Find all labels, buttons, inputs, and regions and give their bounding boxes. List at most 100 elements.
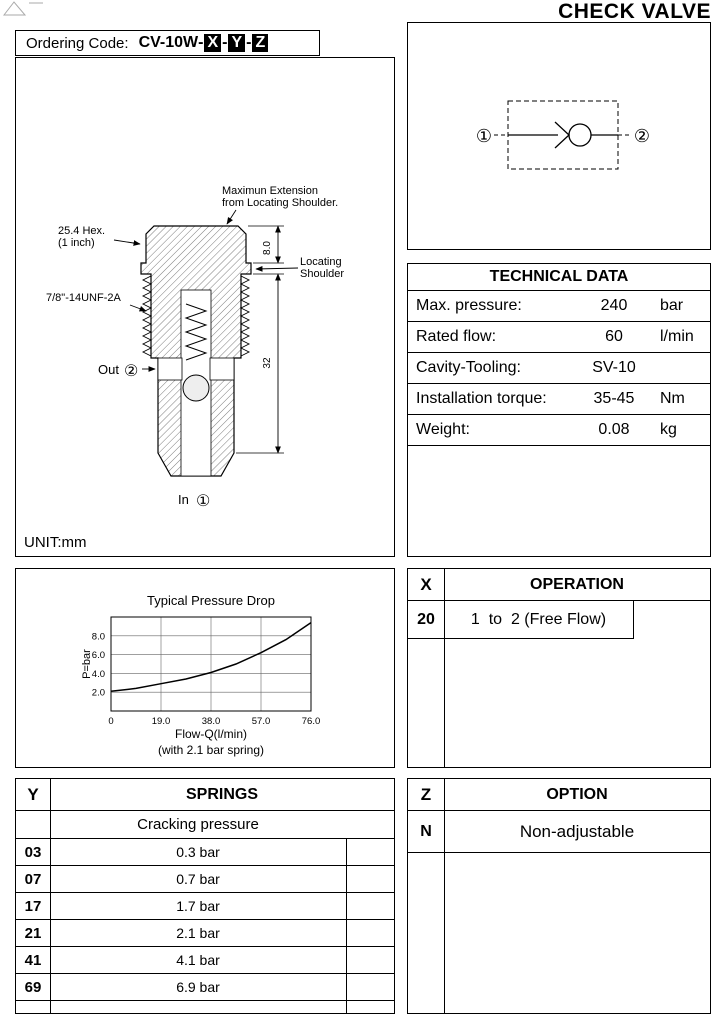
tech-row-unit: kg: [660, 421, 677, 438]
in-port-label-group: In ①: [178, 492, 210, 510]
ordering-code-y: Y: [228, 34, 246, 52]
springs-code-header: Y: [27, 784, 39, 804]
ordering-code-sep: -: [246, 34, 252, 51]
springs-subheader: Cracking pressure: [16, 811, 394, 839]
table-row: Cavity-Tooling: SV-10: [408, 353, 710, 384]
operation-header: X OPERATION: [408, 569, 710, 601]
schematic-panel: ① ②: [407, 22, 711, 250]
tech-row-label: Max. pressure:: [416, 297, 522, 314]
tech-row-unit: Nm: [660, 390, 685, 407]
tech-row-unit: l/min: [660, 328, 694, 345]
check-ball: [182, 374, 210, 402]
chart-annotation: (with 2.1 bar spring): [158, 743, 264, 757]
spring-value: 0.3 bar: [176, 844, 220, 860]
option-code-header: Z: [420, 784, 432, 804]
tech-row-label: Cavity-Tooling:: [416, 359, 521, 376]
chart-xlabel: Flow-Q(l/min): [175, 727, 247, 741]
spring: [184, 303, 208, 361]
operation-code-header: X: [420, 574, 432, 594]
max-extension-note-line1: Maximun Extension: [222, 185, 318, 197]
table-row: N Non-adjustable: [408, 811, 710, 853]
option-row-description: Non-adjustable: [519, 821, 635, 841]
dim-8-label: 8.0: [262, 241, 273, 255]
spring-value: 4.1 bar: [176, 952, 220, 968]
ordering-code-x: X: [204, 34, 222, 52]
spring-code: 07: [24, 870, 42, 888]
out-port-right: [209, 357, 235, 381]
thread-profile-right: [239, 275, 251, 357]
tech-row-value: SV-10: [592, 359, 636, 376]
thread-label-group: 7/8"-14UNF-2A: [46, 292, 147, 312]
hex-label-sub: (1 inch): [58, 237, 95, 249]
table-row: 07 0.7 bar: [16, 866, 394, 893]
check-valve-symbol: ① ②: [476, 100, 650, 170]
spring-value: 2.1 bar: [176, 925, 220, 941]
springs-title: SPRINGS: [185, 785, 258, 803]
valve-drawing: 8.0 32 Maximun Extension from Locating S…: [46, 185, 344, 510]
table-row: 69 6.9 bar: [16, 974, 394, 1001]
table-row: Installation torque: 35-45 Nm: [408, 384, 710, 415]
ordering-code-sep: -: [222, 34, 228, 51]
svg-text:19.0: 19.0: [152, 716, 171, 727]
svg-text:0: 0: [108, 716, 113, 727]
option-title: OPTION: [546, 785, 608, 803]
svg-text:38.0: 38.0: [202, 716, 221, 727]
table-row: Max. pressure: 240 bar: [408, 291, 710, 322]
table-row: 21 2.1 bar: [16, 920, 394, 947]
max-extension-note: Maximun Extension from Locating Shoulder…: [222, 185, 338, 225]
svg-text:6.0: 6.0: [92, 650, 105, 661]
tech-row-value: 60: [605, 328, 623, 345]
in-port-symbol: ①: [196, 493, 210, 510]
hex-label-group: 25.4 Hex. (1 inch): [58, 225, 141, 249]
spring-value: 1.7 bar: [176, 898, 220, 914]
operation-row-description: 1 to 2 (Free Flow): [470, 610, 607, 628]
chart-title: Typical Pressure Drop: [147, 593, 275, 608]
spring-code: 41: [24, 951, 42, 969]
corner-logo-mark: [2, 1, 43, 16]
ordering-code-label: Ordering Code:: [26, 34, 129, 52]
page-title: CHECK VALVE: [558, 0, 711, 23]
option-row-code: N: [420, 822, 432, 840]
valve-ball: [568, 123, 592, 147]
tech-row-label: Rated flow:: [416, 328, 497, 345]
svg-text:76.0: 76.0: [302, 716, 321, 727]
svg-text:8.0: 8.0: [92, 631, 105, 642]
thread-profile-left: [141, 275, 153, 357]
spring-code: 03: [24, 843, 42, 861]
locating-shoulder-line2: Shoulder: [300, 268, 344, 280]
technical-data-title: TECHNICAL DATA: [408, 264, 710, 291]
tech-row-value: 240: [600, 297, 628, 314]
springs-table: Y SPRINGS Cracking pressure 03 0.3 bar 0…: [15, 778, 395, 1014]
ordering-code-prefix: CV-10W: [138, 34, 199, 51]
tech-row-value: 0.08: [598, 421, 630, 438]
ordering-code-sep: -: [198, 34, 204, 51]
dim-32-label: 32: [262, 357, 273, 369]
table-row: 03 0.3 bar: [16, 839, 394, 866]
column-divider: [444, 779, 445, 1013]
operation-table: X OPERATION 20 1 to 2 (Free Flow): [407, 568, 711, 768]
tech-row-label: Weight:: [416, 421, 470, 438]
thread-label: 7/8"-14UNF-2A: [46, 292, 121, 304]
dimension-extension: 8.0: [248, 225, 284, 264]
table-row: 17 1.7 bar: [16, 893, 394, 920]
table-row: Weight: 0.08 kg: [408, 415, 710, 446]
svg-text:2.0: 2.0: [92, 688, 105, 699]
locating-shoulder-line1: Locating: [300, 256, 342, 268]
spring-value: 6.9 bar: [176, 979, 220, 995]
technical-data-panel: TECHNICAL DATA Max. pressure: 240 bar Ra…: [407, 263, 711, 557]
unit-note: UNIT:mm: [24, 534, 87, 551]
column-divider: [50, 779, 51, 1013]
column-divider: [346, 839, 347, 1013]
schematic-port-2: ②: [634, 126, 650, 146]
option-header: Z OPTION: [408, 779, 710, 811]
max-extension-note-line2: from Locating Shoulder.: [222, 197, 338, 209]
schematic-port-1: ①: [476, 126, 492, 146]
column-divider: [444, 569, 445, 767]
in-label: In: [178, 492, 189, 507]
option-table: Z OPTION N Non-adjustable: [407, 778, 711, 1014]
ordering-code: CV-10W-X-Y-Z: [139, 34, 270, 52]
hex-label: 25.4 Hex.: [58, 225, 105, 237]
